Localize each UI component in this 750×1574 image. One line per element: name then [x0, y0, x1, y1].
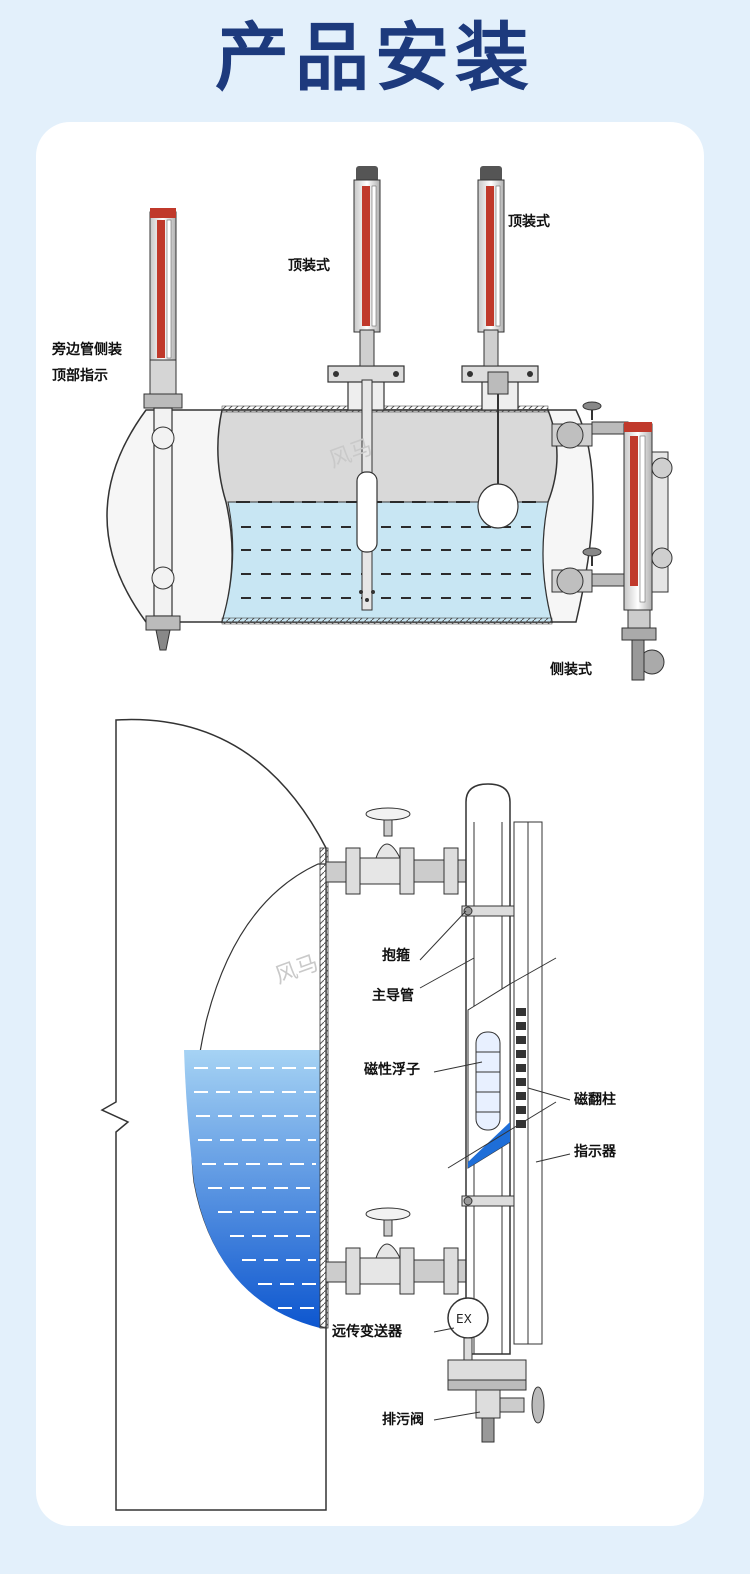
lower-valve: [325, 1207, 481, 1295]
label-float: 磁性浮子: [364, 1061, 420, 1078]
bypass-pipe-top-indicator: [143, 208, 183, 651]
label-top-mount-2: 顶装式: [508, 213, 550, 230]
installation-diagrams: 旁边管侧装 顶部指示 顶装式 顶装式 侧装式 风马: [51, 166, 673, 1511]
label-bypass-line2: 顶部指示: [52, 367, 108, 384]
label-bypass-line1: 旁边管侧装: [51, 341, 123, 358]
remote-transmitter: EX: [447, 1297, 489, 1361]
label-side-mount: 侧装式: [550, 661, 592, 678]
leader-lines: [419, 910, 571, 1421]
drain-valve: [447, 1359, 545, 1443]
label-clamp: 抱箍: [382, 947, 410, 964]
label-flap-column: 磁翻柱: [574, 1091, 616, 1108]
label-main-tube: 主导管: [372, 987, 414, 1004]
label-transmitter: 远传变送器: [332, 1323, 403, 1340]
top-wall: [221, 405, 549, 413]
bottom-installation-diagram: EX 抱箍 主导管 磁性浮子 磁翻柱 指示器: [100, 718, 617, 1511]
vessel-wall: [319, 847, 329, 1329]
indicator-top-mount-1: [353, 166, 381, 367]
ex-mark: EX: [456, 1312, 472, 1326]
label-drain-valve: 排污阀: [382, 1411, 424, 1428]
top-installation-diagram: 旁边管侧装 顶部指示 顶装式 顶装式 侧装式 风马: [51, 166, 673, 681]
page-title: 产品安装: [215, 15, 535, 101]
vessel-liquid-lines: [194, 1067, 316, 1309]
label-top-mount-1: 顶装式: [288, 257, 330, 274]
content-card: 旁边管侧装 顶部指示 顶装式 顶装式 侧装式 风马: [36, 122, 704, 1526]
liquid-surface-lines: [236, 501, 544, 599]
top-nozzle-1: [327, 365, 405, 611]
upper-valve: [325, 807, 481, 895]
main-tube: [461, 783, 515, 1355]
side-mount-indicator: [551, 401, 673, 681]
indicator-top-mount-2: [477, 166, 505, 367]
bottom-wall: [221, 617, 553, 625]
label-indicator: 指示器: [574, 1143, 617, 1160]
indicator-column: [513, 821, 543, 1345]
top-nozzle-2: [461, 365, 539, 529]
